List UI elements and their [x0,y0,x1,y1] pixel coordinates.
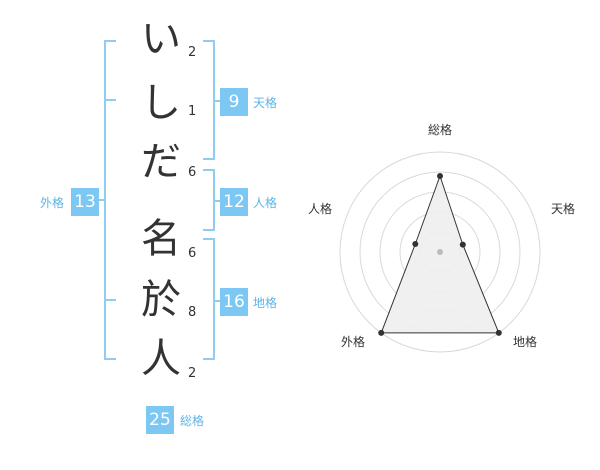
stroke-count-2: 1 [188,104,197,119]
chikaku-bracket-line [213,238,215,360]
name-char-4: 名 [141,216,181,262]
chikaku-value: 16 [220,288,248,316]
radar-axis-label-jinkaku: 人格 [308,201,332,216]
radar-axis-label-gaikaku: 外格 [341,334,365,349]
stroke-count-6: 2 [188,366,197,381]
jinkaku-bracket-top [203,169,215,171]
stroke-count-1: 2 [188,45,197,60]
radar-point-tenkaku [459,241,466,248]
jinkaku-connector [213,200,221,202]
radar-point-jinkaku [412,241,419,247]
soukaku-label: 総格 [180,414,205,428]
name-char-5: 於 [141,277,181,323]
gaikaku-connector [96,199,105,201]
gaikaku-bracket-line [104,40,106,360]
gaikaku-label: 外格 [40,196,65,210]
chikaku-bracket-top [203,238,215,240]
radar-point-soukaku [437,173,443,179]
tenkaku-value: 9 [220,88,248,116]
radar-points [378,173,502,336]
stroke-count-3: 6 [188,165,197,180]
fortune-radar-chart: 総格 天格 地格 外格 人格 [308,122,575,353]
radar-center-dot [437,249,443,255]
gaikaku-bracket-top [104,40,116,42]
chikaku-label: 地格 [253,296,278,310]
radar-ring-5 [339,151,541,353]
name-char-3: だ [141,139,181,185]
radar-axis-label-chikaku: 地格 [513,334,537,349]
tenkaku-label: 天格 [253,96,278,110]
radar-point-chikaku [495,329,502,336]
soukaku-value: 25 [146,406,174,434]
gaikaku-bracket-tick-lower [104,299,116,301]
radar-axis-label-soukaku: 総格 [428,122,452,137]
gaikaku-bracket-bottom [104,358,116,360]
tenkaku-bracket-bottom [203,158,215,160]
jinkaku-bracket-bottom [203,229,215,231]
chikaku-connector [213,300,221,302]
tenkaku-bracket-top [203,40,215,42]
stroke-count-5: 8 [188,305,197,320]
jinkaku-label: 人格 [253,196,278,210]
name-char-1: い [141,16,181,62]
radar-axis-label-tenkaku: 天格 [551,201,575,216]
chikaku-bracket-bottom [203,358,215,360]
jinkaku-value: 12 [220,188,248,216]
tenkaku-connector [213,100,221,102]
name-char-6: 人 [141,336,181,382]
gaikaku-value: 13 [71,188,99,216]
gaikaku-bracket-tick-upper [104,99,116,101]
stroke-count-4: 6 [188,246,197,261]
radar-point-gaikaku [378,329,385,336]
name-char-2: し [141,80,181,126]
